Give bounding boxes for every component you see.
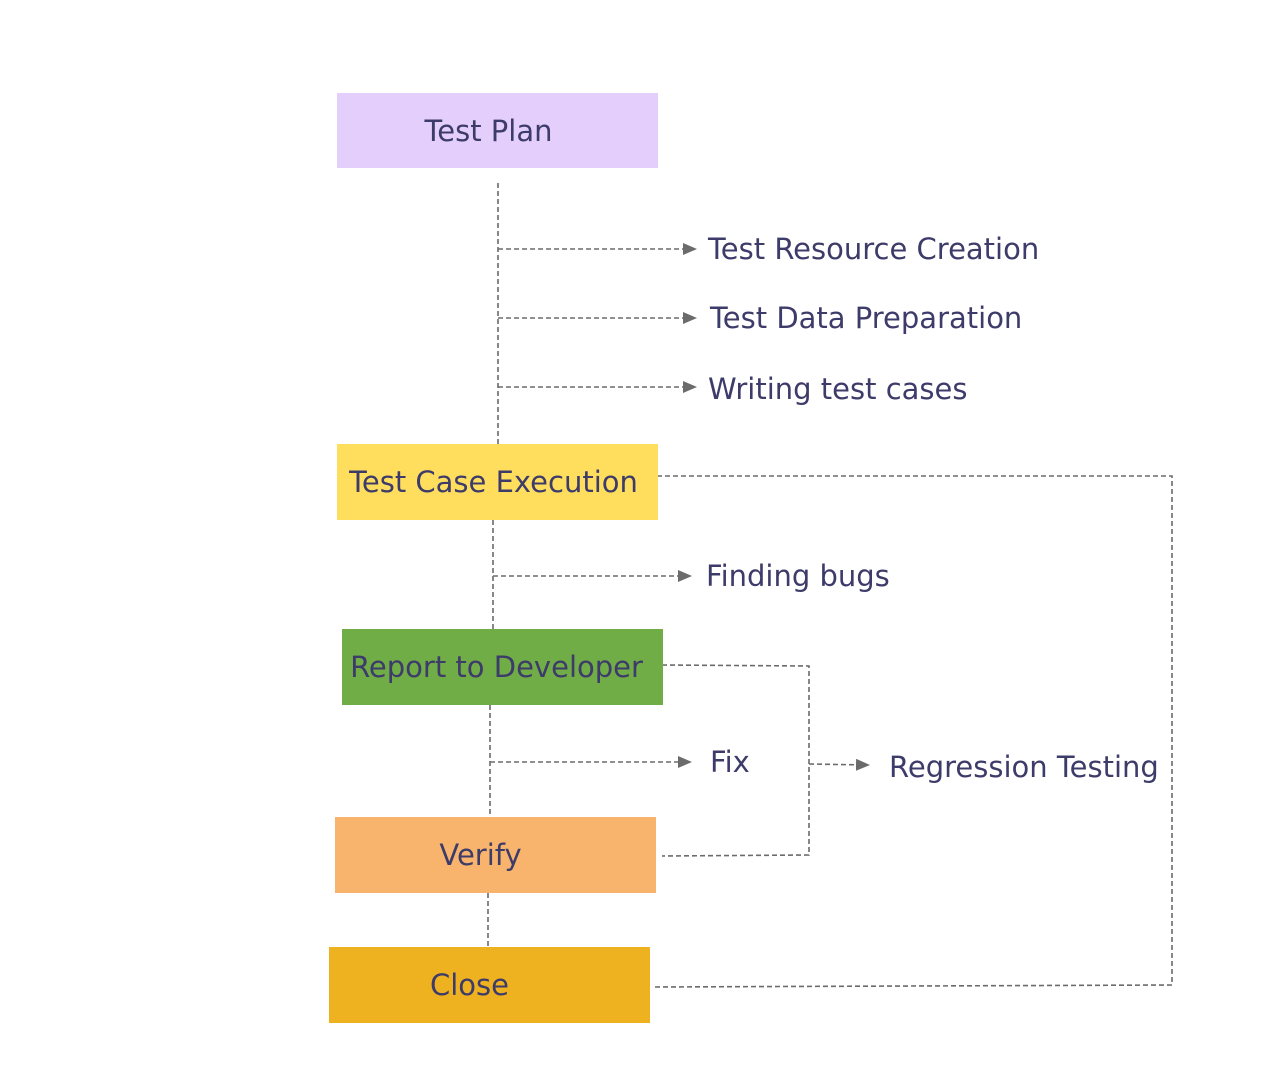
close-label: Close xyxy=(430,968,509,1002)
verify-box: Verify xyxy=(335,817,656,893)
report-to-developer-label: Report to Developer xyxy=(350,650,643,684)
test-plan-box: Test Plan xyxy=(337,93,658,168)
arrow-to-regression-testing xyxy=(808,758,870,771)
loop-execution-to-close xyxy=(652,475,1173,988)
test-case-execution-label: Test Case Execution xyxy=(349,465,638,499)
test-data-preparation-label: Test Data Preparation xyxy=(710,301,1023,335)
test-case-execution-box: Test Case Execution xyxy=(337,444,658,520)
test-plan-label: Test Plan xyxy=(424,113,553,148)
test-resource-creation-label: Test Resource Creation xyxy=(708,232,1040,266)
regression-testing-label: Regression Testing xyxy=(889,750,1159,784)
report-to-developer-box: Report to Developer xyxy=(342,629,663,705)
bracket-report-verify xyxy=(661,664,810,857)
writing-test-cases-label: Writing test cases xyxy=(708,372,968,406)
close-box: Close xyxy=(329,947,650,1023)
fix-label: Fix xyxy=(710,745,750,779)
finding-bugs-label: Finding bugs xyxy=(706,559,890,593)
verify-label: Verify xyxy=(439,838,522,872)
